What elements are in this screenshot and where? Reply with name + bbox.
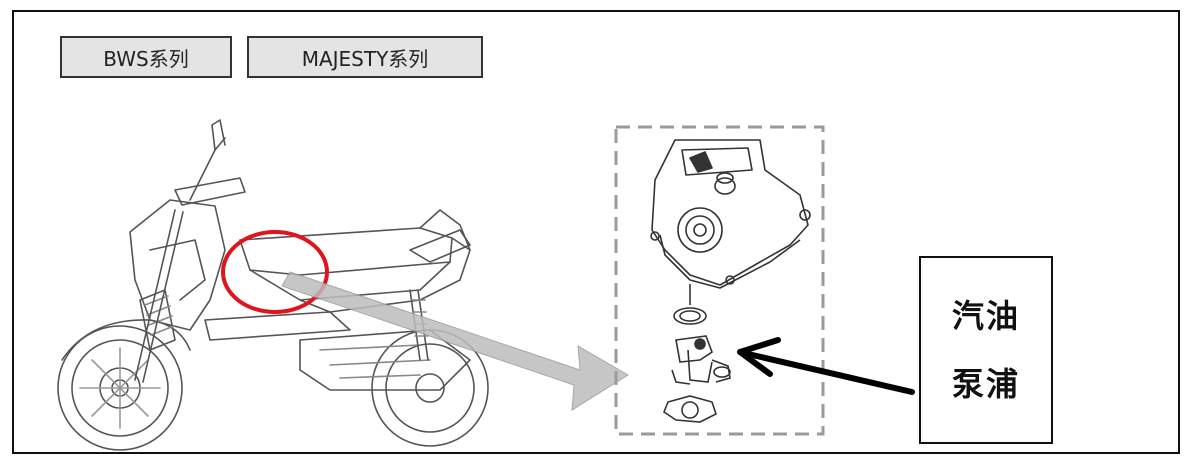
highlight-circle (221, 230, 329, 314)
fuel-pump-parts (663, 284, 731, 423)
tab-bws-series[interactable]: BWS系列 (60, 36, 232, 78)
label-line-1: 汽油 (951, 297, 1020, 335)
fuel-tank-illustration (650, 139, 811, 289)
tab-majesty-series[interactable]: MAJESTY系列 (247, 36, 483, 78)
pointer-arrow (281, 271, 629, 411)
fuel-pump-label-box: 汽油 泵浦 (919, 256, 1053, 444)
scooter-illustration (57, 119, 489, 451)
label-line-2: 泵浦 (951, 365, 1020, 403)
parts-dashed-box (614, 125, 825, 436)
callout-arrow (737, 337, 915, 395)
